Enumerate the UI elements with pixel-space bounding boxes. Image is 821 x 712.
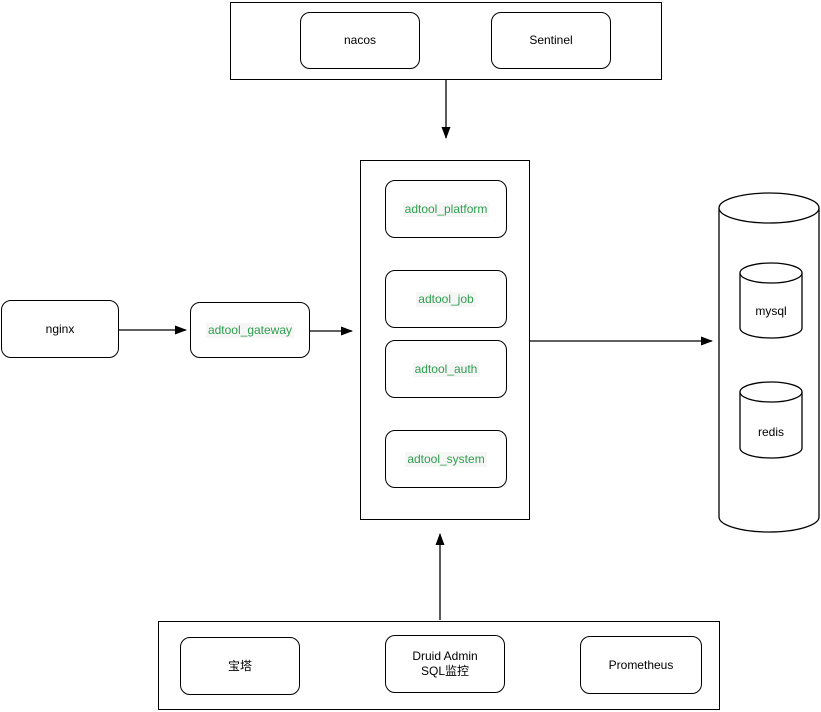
node-druid-admin: Druid Admin SQL监控 bbox=[385, 635, 505, 693]
datastore-cylinder bbox=[718, 192, 820, 533]
node-baota-label: 宝塔 bbox=[227, 658, 252, 673]
node-nacos-label: nacos bbox=[343, 33, 377, 47]
node-adtool-gateway: adtool_gateway bbox=[190, 302, 310, 358]
node-prometheus-label: Prometheus bbox=[608, 657, 674, 672]
node-adtool-auth: adtool_auth bbox=[385, 340, 507, 398]
node-druid-admin-label: Druid Admin SQL监控 bbox=[412, 649, 478, 678]
node-nginx: nginx bbox=[1, 300, 119, 358]
node-adtool-system-label: adtool_system bbox=[405, 451, 487, 467]
node-nginx-label: nginx bbox=[45, 321, 75, 336]
node-sentinel-label: Sentinel bbox=[529, 33, 573, 47]
mysql-label: mysql bbox=[755, 304, 787, 318]
node-prometheus: Prometheus bbox=[580, 636, 702, 694]
mysql-cylinder bbox=[739, 262, 803, 339]
redis-cylinder bbox=[739, 381, 803, 459]
node-nacos: nacos bbox=[300, 12, 420, 69]
node-adtool-system: adtool_system bbox=[385, 430, 507, 488]
node-sentinel: Sentinel bbox=[491, 12, 611, 69]
node-adtool-job-label: adtool_job bbox=[416, 291, 476, 307]
node-adtool-gateway-label: adtool_gateway bbox=[205, 322, 295, 338]
redis-label: redis bbox=[757, 425, 784, 439]
node-adtool-platform: adtool_platform bbox=[385, 180, 507, 238]
node-adtool-auth-label: adtool_auth bbox=[412, 361, 480, 377]
node-adtool-job: adtool_job bbox=[385, 270, 507, 328]
node-adtool-platform-label: adtool_platform bbox=[402, 201, 490, 217]
node-baota: 宝塔 bbox=[180, 637, 300, 695]
